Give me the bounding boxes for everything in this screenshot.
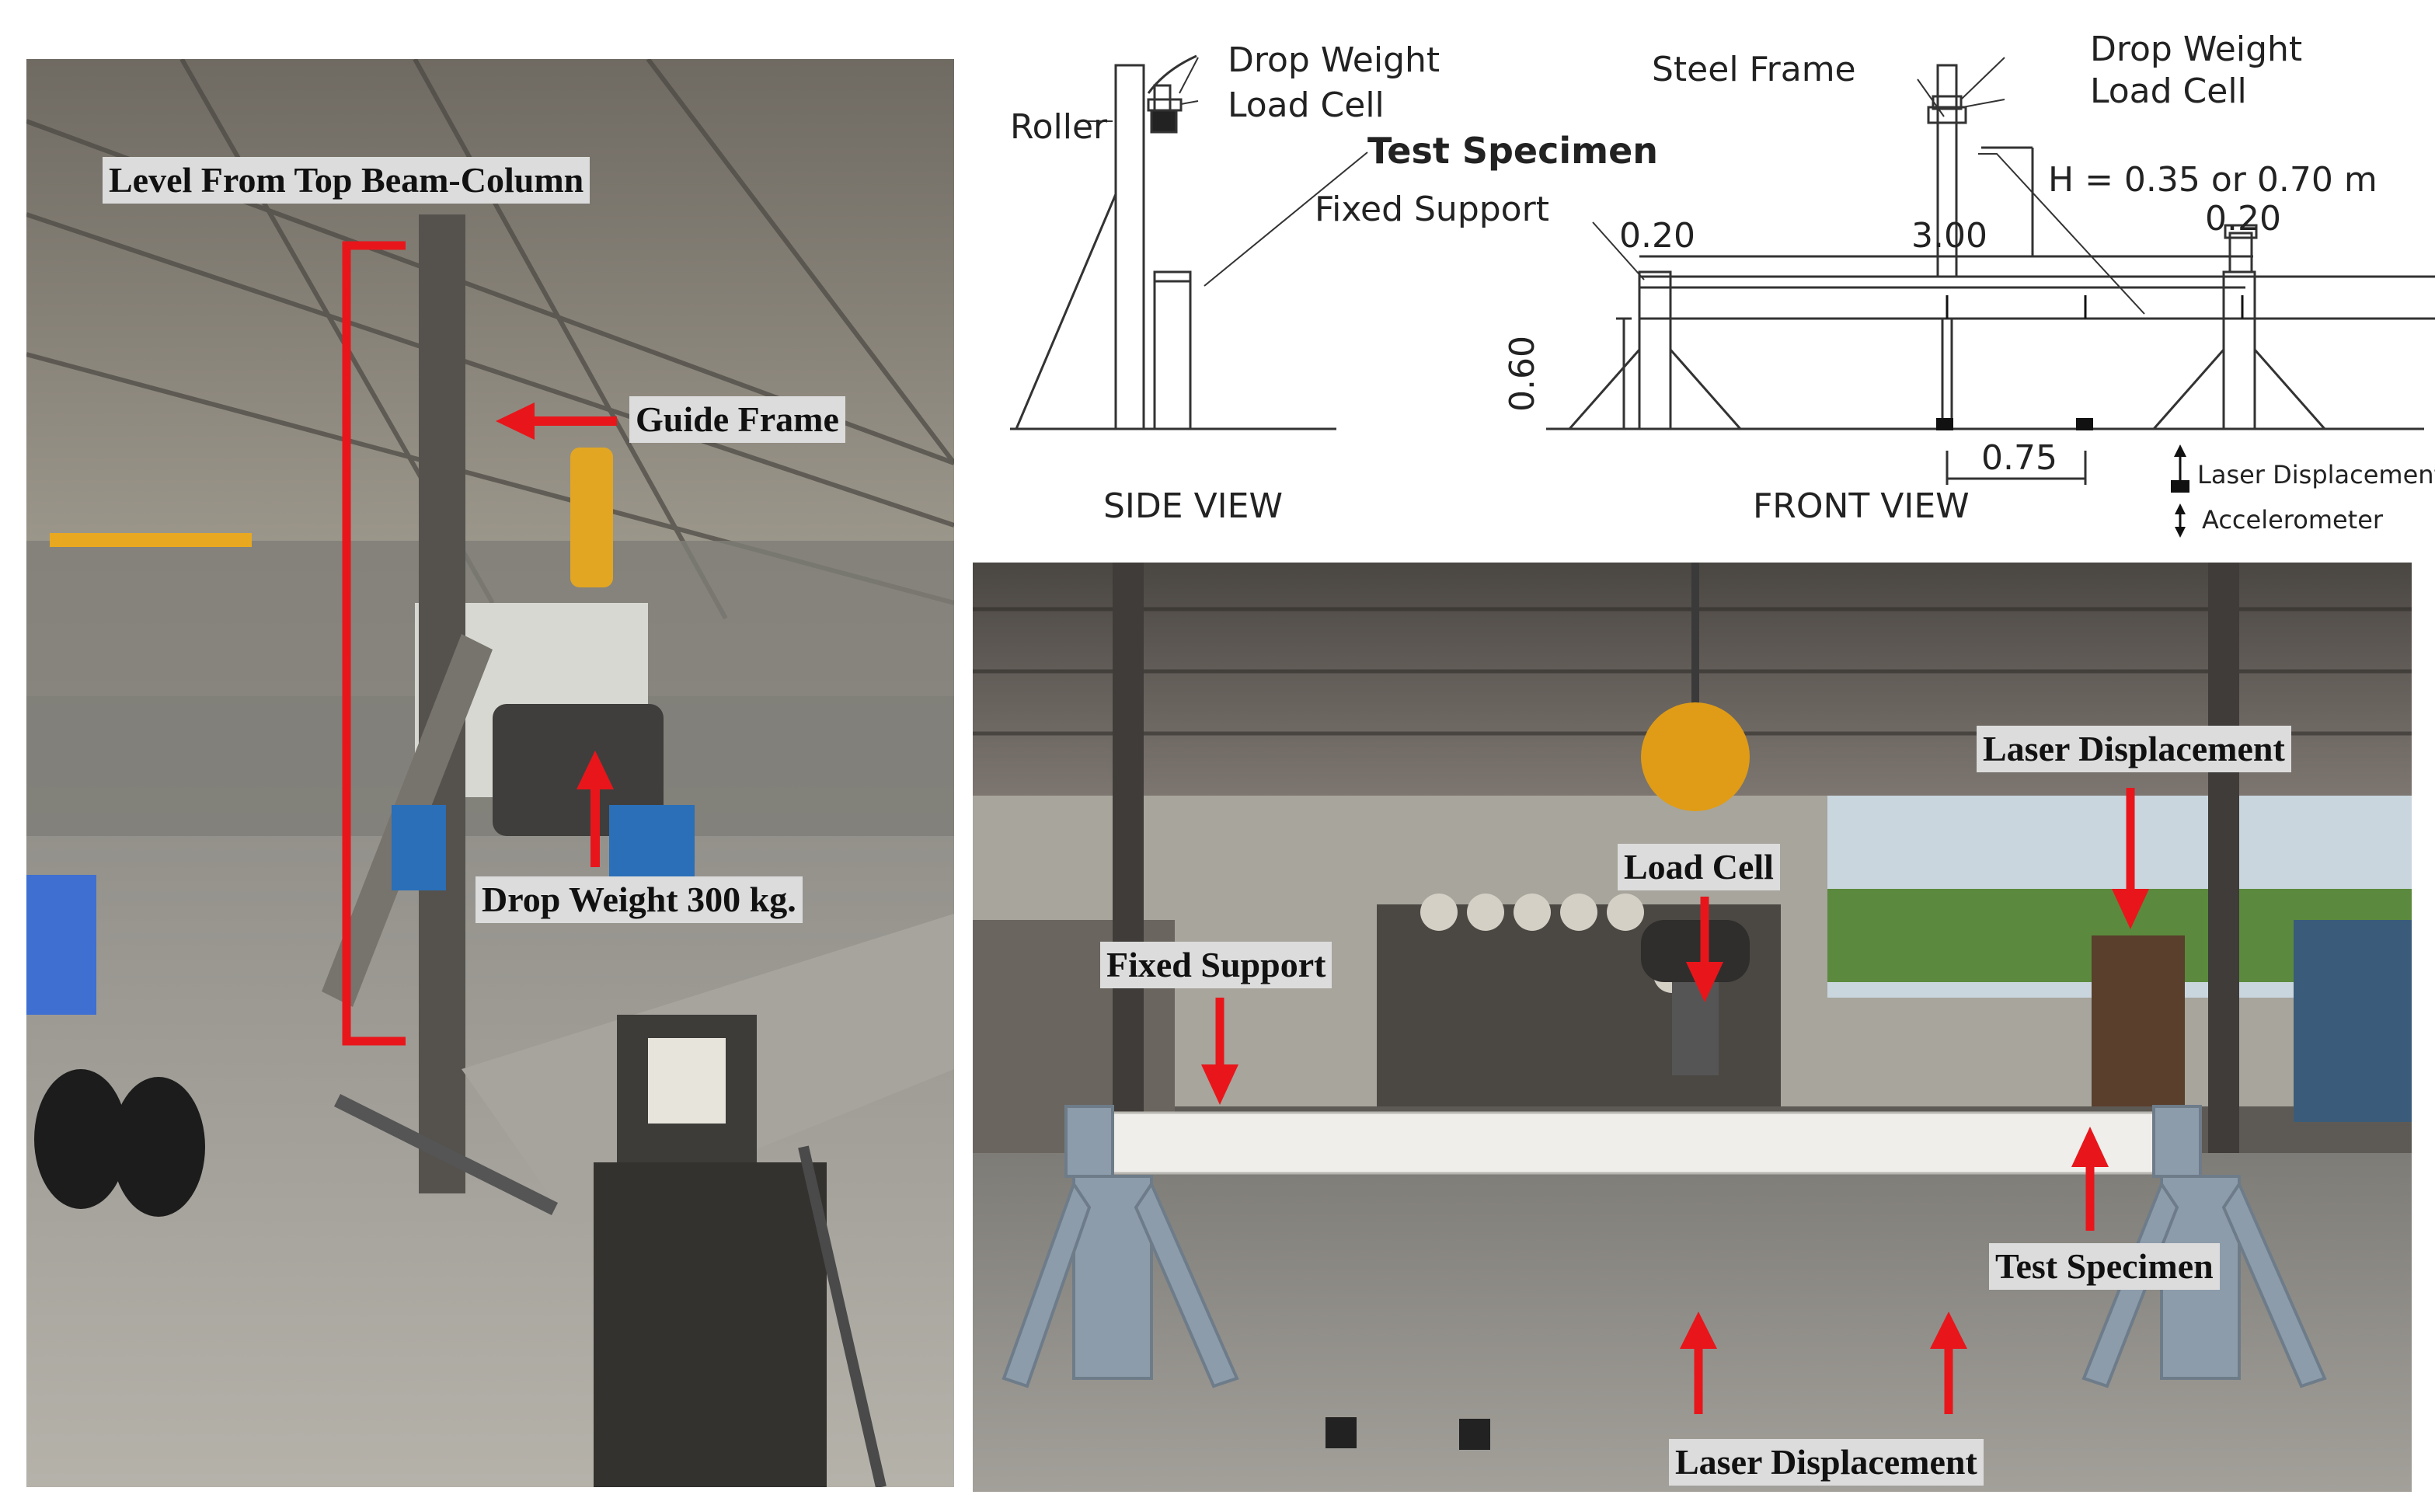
left-photo-scene: [26, 59, 954, 1487]
support-base: [594, 1162, 827, 1487]
label-laser-displacement-top: Laser Displacement: [1977, 726, 2291, 772]
label-load-cell: Load Cell: [1618, 844, 1780, 890]
arrows: [1201, 788, 2149, 1414]
concrete-pipes: [1420, 894, 1691, 993]
pole: [798, 1145, 887, 1487]
schematic-diagram: Roller Drop Weight Load Cell Test Specim…: [1010, 30, 2435, 538]
legend-laser-label: Laser Displacement: [2197, 460, 2435, 489]
label-guide-frame: Guide Frame: [629, 396, 845, 443]
side-view-title: SIDE VIEW: [1103, 486, 1283, 526]
yellow-crane: [50, 533, 252, 547]
leader-lines: [1088, 57, 2145, 315]
right-photo: Laser Displacement Load Cell Fixed Suppo…: [973, 563, 2412, 1492]
drop-weight: [1641, 920, 1750, 982]
front-view-title: FRONT VIEW: [1753, 486, 1970, 526]
sensors: [1936, 295, 2244, 430]
pipe: [333, 1093, 559, 1216]
dim-height: 0.60: [1503, 336, 1542, 412]
side-load-cell-label: Load Cell: [1228, 85, 1385, 125]
test-specimen-beam: [1088, 1111, 2163, 1175]
drop-weight-arrowhead: [577, 751, 614, 789]
stacked-panels: [2294, 920, 2412, 1122]
roller-label: Roller: [1010, 107, 1108, 147]
label-fixed-support: Fixed Support: [1100, 942, 1332, 988]
front-load-cell-label: Load Cell: [2090, 71, 2247, 111]
laser-device: [1325, 1417, 1357, 1448]
steel-frame-label: Steel Frame: [1652, 50, 1856, 89]
level-bracket: [342, 241, 406, 1046]
backpack: [112, 1077, 205, 1217]
side-drop-weight-label: Drop Weight: [1228, 40, 1440, 80]
wooden-pallets: [2092, 935, 2185, 1106]
dim-right: 0.20: [2205, 199, 2281, 239]
crane-hook: [570, 448, 613, 587]
legend-accelerometer-label: Accelerometer: [2202, 505, 2384, 535]
load-cell-body: [1672, 982, 1719, 1075]
front-view-drawing: [1546, 64, 2435, 485]
blue-barrel: [392, 805, 446, 890]
height-note: H = 0.35 or 0.70 m: [2048, 160, 2378, 200]
label-laser-displacement-bottom: Laser Displacement: [1669, 1439, 1984, 1486]
label-drop-weight: Drop Weight 300 kg.: [476, 876, 803, 923]
label-test-specimen: Test Specimen: [1989, 1243, 2220, 1290]
side-view-drawing: [1010, 54, 1336, 430]
drop-weight: [493, 704, 664, 836]
guide-frame-arrowhead: [496, 402, 535, 440]
fixed-support-label: Fixed Support: [1315, 190, 1549, 229]
left-photo: Level From Top Beam-Column Guide Frame D…: [26, 59, 954, 1487]
backpack: [34, 1069, 127, 1209]
legend-glyphs: [2171, 444, 2189, 538]
front-drop-weight-label: Drop Weight: [2090, 30, 2302, 69]
dim-span: 3.00: [1911, 216, 1987, 256]
blue-chair: [26, 875, 96, 1015]
right-photo-scene: [973, 563, 2412, 1492]
pillar: [1113, 563, 1144, 1153]
pillar: [2208, 563, 2239, 1153]
specimen-end-tag: [648, 1038, 726, 1124]
test-specimen-label: Test Specimen: [1367, 130, 1658, 172]
dim-offset: 0.75: [1981, 438, 2057, 478]
label-level-from-top: Level From Top Beam-Column: [103, 157, 590, 204]
crane-hook-block: [1641, 702, 1750, 811]
dim-left: 0.20: [1619, 216, 1695, 256]
laser-device: [1459, 1419, 1490, 1450]
